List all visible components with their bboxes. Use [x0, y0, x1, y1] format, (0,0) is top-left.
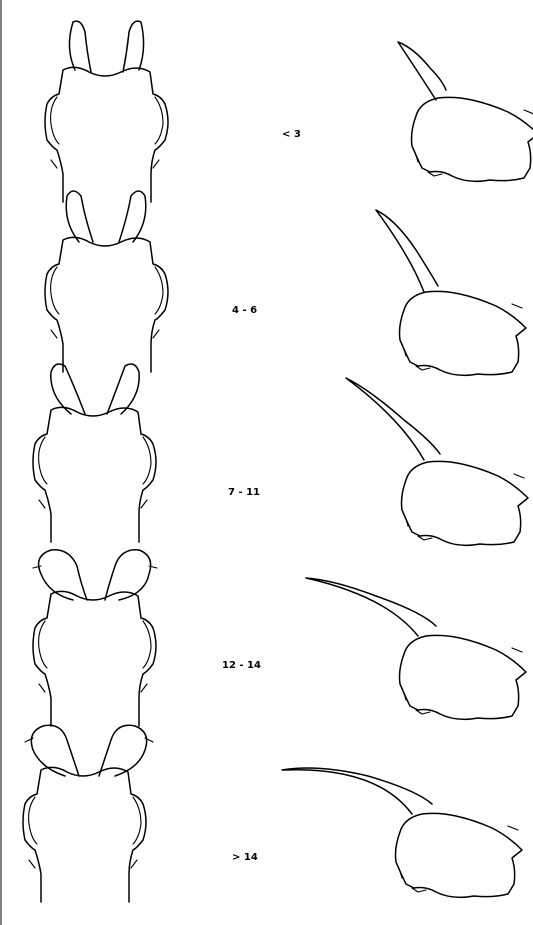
- front-view-stage-4: [33, 550, 157, 726]
- stage-label-4: 12 - 14: [222, 660, 261, 671]
- stage-label-5: > 14: [232, 852, 258, 863]
- front-view-stage-2: [45, 191, 168, 372]
- side-view-stage-3: [346, 378, 528, 545]
- side-view-stage-5: [282, 768, 522, 897]
- front-view-stage-5: [23, 725, 153, 902]
- front-view-stage-1: [45, 21, 168, 202]
- stage-label-3: 7 - 11: [228, 487, 260, 498]
- front-view-stage-3: [33, 364, 156, 542]
- side-view-stage-4: [306, 578, 526, 719]
- side-view-stage-2: [376, 210, 526, 375]
- stage-label-1: < 3: [282, 129, 301, 140]
- stage-label-2: 4 - 6: [232, 305, 257, 316]
- side-view-stage-1: [398, 42, 533, 181]
